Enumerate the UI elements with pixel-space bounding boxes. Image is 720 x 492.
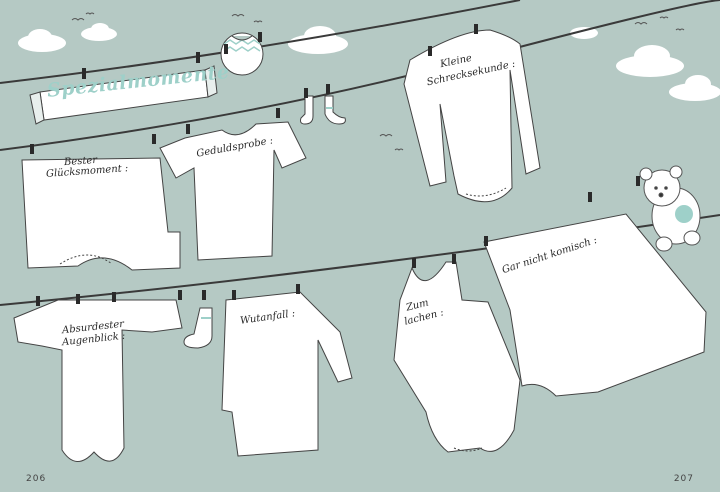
tank-bodysuit-illustration	[393, 261, 521, 453]
cloud-icon	[669, 75, 720, 101]
socks-illustration	[300, 95, 346, 125]
bib-illustration	[220, 32, 264, 76]
page-number-left: 206	[26, 474, 47, 484]
tshirt-illustration	[159, 121, 307, 261]
cloud-icon	[570, 27, 598, 39]
cloud-icon	[81, 23, 117, 41]
teddy-bear-illustration	[639, 165, 701, 252]
spezialmomente-banner	[29, 65, 218, 125]
cloud-icon	[616, 45, 684, 77]
long-sleeve-bodysuit-illustration	[403, 29, 541, 203]
clothespin-icon	[30, 24, 640, 306]
bird-icon	[71, 12, 685, 151]
cloud-icon	[18, 29, 66, 52]
bodysuit-illustration	[13, 299, 183, 462]
sock-illustration	[183, 307, 213, 349]
sheet-illustration	[483, 213, 707, 397]
romper-illustration	[21, 157, 181, 271]
long-sleeve-dress-illustration	[221, 291, 353, 457]
page-number-right: 207	[673, 474, 694, 484]
